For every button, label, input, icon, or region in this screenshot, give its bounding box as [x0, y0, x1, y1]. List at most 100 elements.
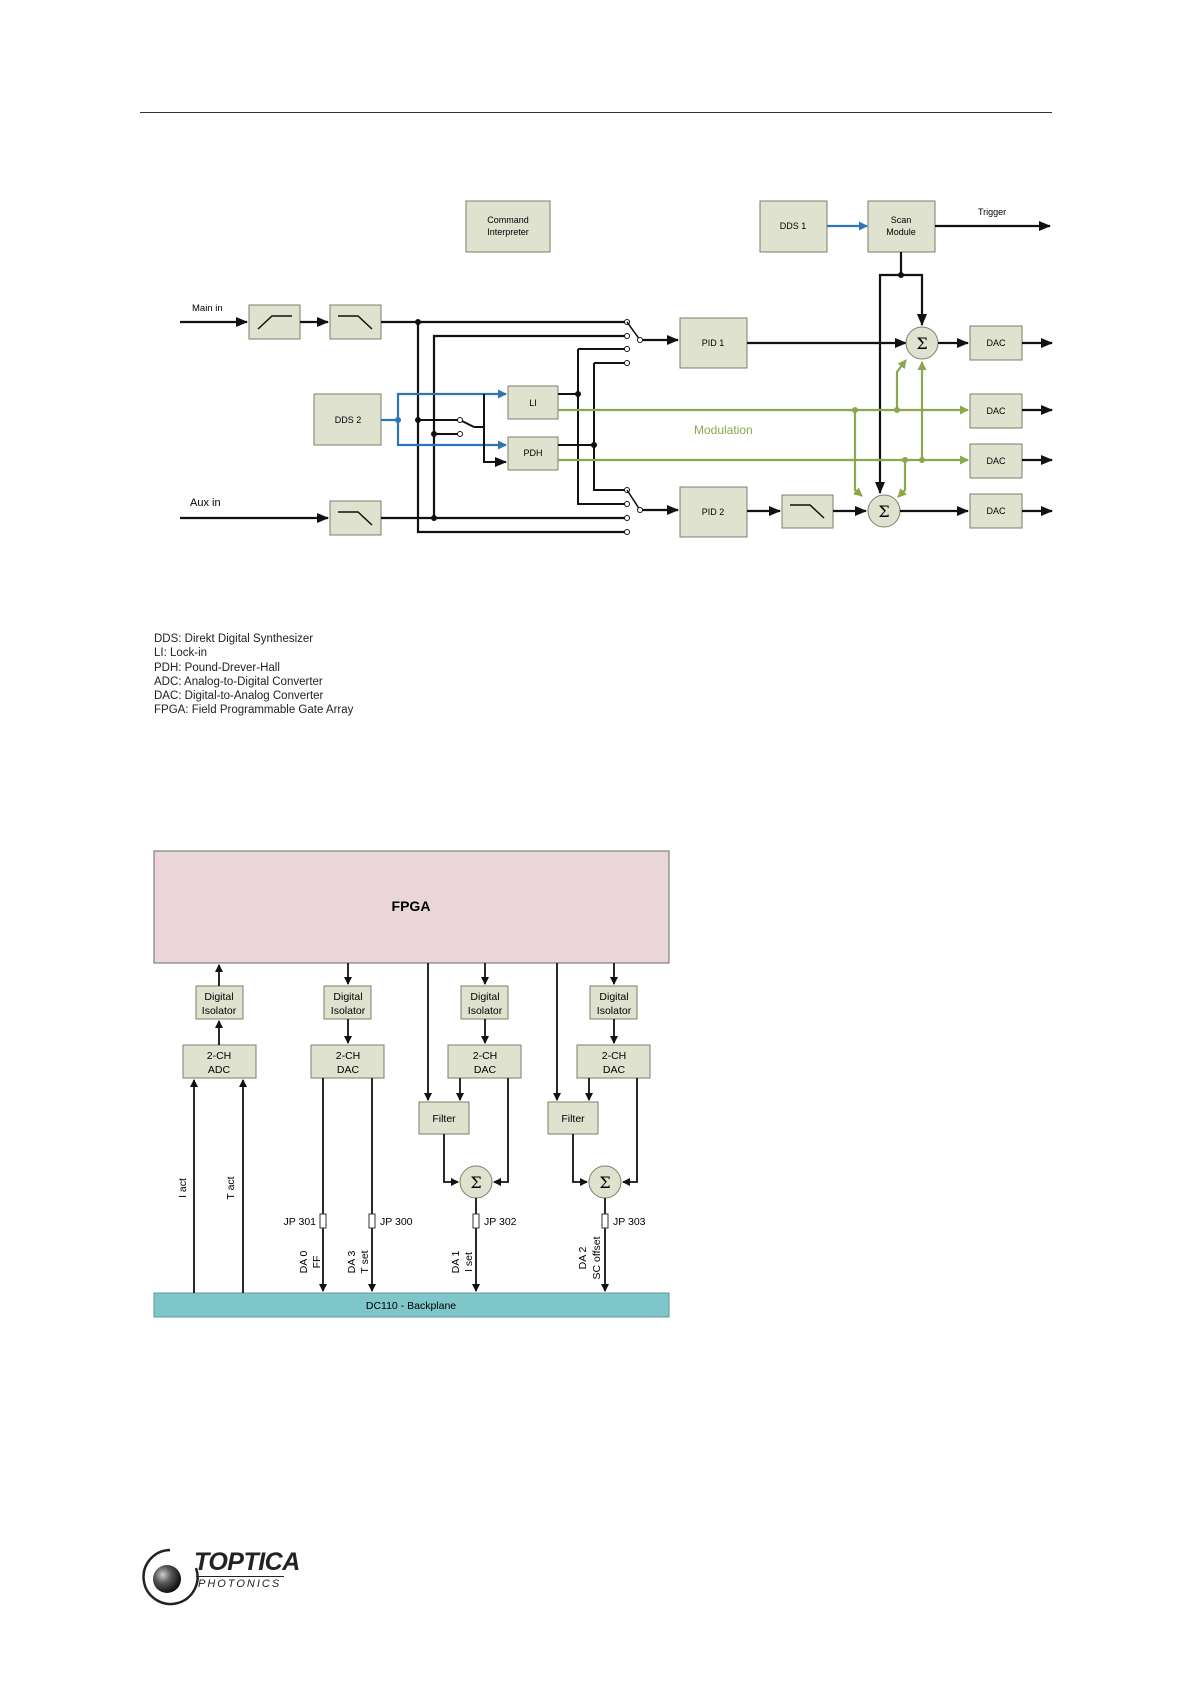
- filter-box-col4: Filter: [547, 1101, 599, 1135]
- signal-flow-diagram: Command Interpreter DDS 1 Scan Module Tr…: [180, 200, 1053, 538]
- sum-node-col3: Σ: [459, 1165, 493, 1199]
- jumper-jp303: JP 303: [601, 1213, 646, 1229]
- lockin-box: LI: [507, 385, 559, 420]
- svg-text:DAC: DAC: [474, 1064, 497, 1076]
- svg-text:2-CH: 2-CH: [473, 1050, 498, 1062]
- svg-text:Σ: Σ: [470, 1173, 481, 1192]
- svg-text:DAC: DAC: [603, 1064, 626, 1076]
- sum-node-1: Σ: [905, 326, 939, 360]
- logo-sphere-icon: [142, 1548, 199, 1606]
- svg-text:2-CH: 2-CH: [207, 1050, 232, 1062]
- svg-text:Digital: Digital: [204, 991, 233, 1003]
- svg-text:JP 301: JP 301: [284, 1216, 317, 1228]
- t-act-label: T act: [225, 1176, 237, 1199]
- isolator-dac-1: Digital Isolator: [323, 985, 372, 1020]
- svg-text:Filter: Filter: [432, 1113, 456, 1125]
- t-set-label: T set: [359, 1250, 371, 1273]
- li-pdh-input-switch: [418, 394, 507, 467]
- filter-box-col3: Filter: [418, 1101, 470, 1135]
- i-set-label: I set: [463, 1252, 475, 1272]
- fpga-block: FPGA: [153, 850, 670, 964]
- isolator-dac-3: Digital Isolator: [589, 985, 638, 1020]
- svg-text:Interpreter: Interpreter: [487, 227, 529, 237]
- header-rule: [140, 112, 1052, 113]
- trigger-label: Trigger: [978, 207, 1006, 217]
- svg-text:DAC: DAC: [986, 456, 1006, 466]
- logo-subtitle: PHOTONICS: [198, 1578, 282, 1590]
- pid2-input-selector: [624, 487, 679, 535]
- ff-label: FF: [311, 1256, 323, 1269]
- pid1-input-selector: [624, 319, 679, 366]
- dac-box-2: DAC: [969, 393, 1023, 429]
- da0-label: DA 0: [298, 1250, 310, 1273]
- toptica-logo: TOPTICA PHOTONICS: [140, 1546, 300, 1608]
- svg-text:DAC: DAC: [986, 406, 1006, 416]
- backplane-bar: DC110 - Backplane: [153, 1292, 670, 1318]
- da2-label: DA 2: [577, 1246, 589, 1269]
- dac-output-arrows: [1022, 338, 1053, 516]
- svg-text:JP 300: JP 300: [380, 1216, 413, 1228]
- legend-item: ADC: Analog-to-Digital Converter: [154, 675, 323, 688]
- sum-node-2: Σ: [867, 494, 901, 528]
- svg-text:PID 1: PID 1: [702, 338, 725, 348]
- lowpass-filter-box-pid2: [781, 494, 834, 529]
- legend-item: PDH: Pound-Drever-Hall: [154, 661, 280, 674]
- svg-text:Isolator: Isolator: [468, 1005, 503, 1017]
- da3-label: DA 3: [346, 1250, 358, 1273]
- svg-text:Scan: Scan: [891, 215, 912, 225]
- svg-text:Module: Module: [886, 227, 916, 237]
- dac-box-4: DAC: [969, 493, 1023, 529]
- lowpass-filter-box-aux: [329, 500, 382, 536]
- pdh-box: PDH: [507, 436, 559, 471]
- svg-text:DC110 - Backplane: DC110 - Backplane: [366, 1300, 456, 1312]
- svg-text:Isolator: Isolator: [331, 1005, 366, 1017]
- svg-text:DDS 1: DDS 1: [780, 221, 807, 231]
- demod-output-lines: [558, 348, 625, 505]
- dac-box-3: DAC: [969, 443, 1023, 479]
- svg-text:ADC: ADC: [208, 1064, 231, 1076]
- scan-module-box: Scan Module: [867, 200, 936, 253]
- command-interpreter-box: Command Interpreter: [465, 200, 551, 253]
- aux-signal-bus: [381, 334, 625, 520]
- dac-box-col3: 2-CH DAC: [447, 1044, 522, 1079]
- svg-text:Filter: Filter: [561, 1113, 585, 1125]
- dds1-box: DDS 1: [759, 200, 828, 253]
- i-act-label: I act: [177, 1178, 189, 1198]
- highpass-filter-box: [248, 304, 301, 340]
- svg-text:PID 2: PID 2: [702, 507, 725, 517]
- adc-box: 2-CH ADC: [182, 1044, 257, 1079]
- legend-item: FPGA: Field Programmable Gate Array: [154, 704, 354, 717]
- fpga-diagram: FPGA DC110 - Backplane Digital Isolator …: [153, 850, 670, 1318]
- svg-text:DAC: DAC: [986, 506, 1006, 516]
- jumper-jp301: JP 301: [284, 1213, 327, 1229]
- pid2-box: PID 2: [679, 486, 748, 538]
- sum-node-col4: Σ: [588, 1165, 622, 1199]
- svg-text:2-CH: 2-CH: [336, 1050, 361, 1062]
- jumper-jp302: JP 302: [472, 1213, 517, 1229]
- lowpass-filter-box-main: [329, 304, 382, 340]
- abbreviation-legend: DDS: Direkt Digital Synthesizer LI: Lock…: [154, 632, 353, 718]
- sc-offset-label: SC offset: [591, 1236, 603, 1279]
- svg-text:Isolator: Isolator: [202, 1005, 237, 1017]
- scan-output-lines: [875, 252, 927, 494]
- dds2-box: DDS 2: [313, 393, 382, 446]
- svg-text:Σ: Σ: [599, 1173, 610, 1192]
- modulation-lines: [558, 359, 969, 498]
- svg-text:DAC: DAC: [337, 1064, 360, 1076]
- svg-text:PDH: PDH: [523, 448, 542, 458]
- svg-text:Isolator: Isolator: [597, 1005, 632, 1017]
- svg-text:LI: LI: [529, 398, 537, 408]
- svg-text:JP 302: JP 302: [484, 1216, 517, 1228]
- svg-text:JP 303: JP 303: [613, 1216, 646, 1228]
- dac-box-1: DAC: [969, 325, 1023, 361]
- svg-text:Σ: Σ: [878, 502, 889, 521]
- svg-text:DAC: DAC: [986, 338, 1006, 348]
- main-signal-bus: [381, 320, 625, 534]
- svg-text:Command: Command: [487, 215, 529, 225]
- isolator-adc: Digital Isolator: [195, 985, 244, 1020]
- legend-item: DDS: Direkt Digital Synthesizer: [154, 633, 314, 645]
- svg-text:2-CH: 2-CH: [602, 1050, 627, 1062]
- isolator-dac-2: Digital Isolator: [460, 985, 509, 1020]
- logo-brand: TOPTICA: [194, 1548, 300, 1576]
